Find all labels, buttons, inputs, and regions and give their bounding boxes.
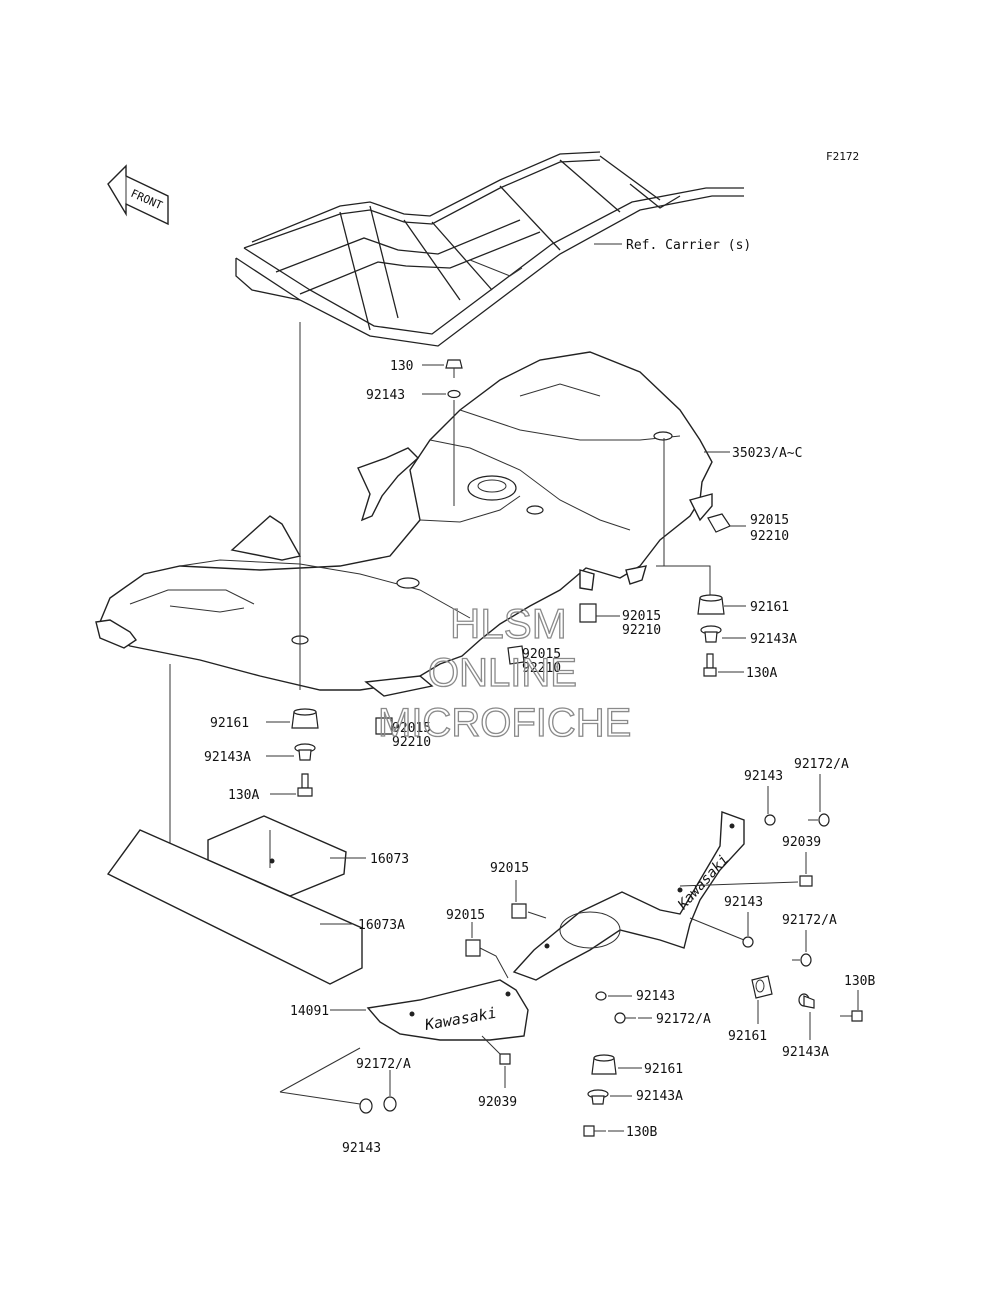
- carrier-rack: [235, 151, 744, 347]
- screw-92172-mid: [614, 1012, 636, 1024]
- label-92015-center: 92015: [522, 647, 561, 662]
- collar-92143A-bottom: [587, 1089, 609, 1105]
- label-92143-top: 92143: [366, 388, 405, 403]
- front-arrow-icon: FRONT: [107, 164, 169, 226]
- side-cover-14091: Kawasaki: [366, 979, 529, 1041]
- label-16073A: 16073A: [358, 918, 405, 933]
- label-92143-right-2: 92143: [724, 895, 763, 910]
- watermark: HLSM ONLINE MICROFICHE: [377, 599, 632, 745]
- label-92161-right: 92161: [750, 600, 789, 615]
- mud-flap-16073A: [106, 829, 363, 985]
- label-92143-top-right: 92143: [744, 769, 783, 784]
- label-130A-right: 130A: [746, 666, 777, 681]
- screw-92172-left: [383, 1096, 397, 1112]
- damper-92161-bottom-right: [751, 975, 773, 999]
- label-92210-right: 92210: [750, 529, 789, 544]
- clip-nut-center: [507, 645, 525, 665]
- label-92015-side-2: 92015: [446, 908, 485, 923]
- damper-92161-right: [697, 594, 725, 615]
- damper-92161-left: [291, 708, 319, 729]
- collar-92143A-left: [294, 743, 316, 761]
- label-92172-top-right: 92172/A: [794, 757, 849, 772]
- label-14091: 14091: [290, 1004, 329, 1019]
- clip-nut-mid: [579, 603, 597, 623]
- label-130-top: 130: [390, 359, 413, 374]
- side-cover-bracket: Kawasaki: [512, 811, 745, 981]
- label-92210-bottom: 92210: [392, 735, 431, 750]
- label-92143-left: 92143: [342, 1141, 381, 1156]
- clip-nut-side-1: [511, 903, 527, 919]
- label-92143A-bottom: 92143A: [636, 1089, 683, 1104]
- clip-nut-bottom: [375, 717, 393, 735]
- label-92143A-left: 92143A: [204, 750, 251, 765]
- label-92143-mid: 92143: [636, 989, 675, 1004]
- label-130A-left: 130A: [228, 788, 259, 803]
- bolt-130-top: [445, 359, 463, 378]
- label-35023: 35023/A~C: [732, 446, 802, 461]
- label-92210-mid: 92210: [622, 623, 661, 638]
- label-16073: 16073: [370, 852, 409, 867]
- washer-92143-right-2: [742, 936, 754, 948]
- label-92015-bottom: 92015: [392, 721, 431, 736]
- svg-text:MICROFICHE: MICROFICHE: [378, 701, 631, 745]
- label-92172-mid: 92172/A: [656, 1012, 711, 1027]
- damper-92161-bottom: [591, 1054, 617, 1075]
- rear-fender: [95, 351, 713, 697]
- svg-text:HLSM: HLSM: [450, 600, 567, 647]
- ref-carrier-label: Ref. Carrier (s): [626, 238, 751, 253]
- label-92039-left: 92039: [478, 1095, 517, 1110]
- svg-text:ONLINE: ONLINE: [428, 651, 577, 695]
- label-130B-right: 130B: [844, 974, 875, 989]
- label-92161-bottom-right: 92161: [728, 1029, 767, 1044]
- bolt-130B-bottom: [583, 1125, 606, 1137]
- label-92015-side-1: 92015: [490, 861, 529, 876]
- bolt-130A-left: [297, 773, 313, 797]
- clip-nut-right: [707, 513, 731, 533]
- washer-92143-top-right: [764, 814, 776, 826]
- bolt-130A-right: [703, 653, 717, 677]
- washer-92143-mid: [595, 991, 607, 1001]
- screw-92172-top-right: [808, 813, 830, 827]
- screw-92039-right: [799, 875, 813, 887]
- collar-92143A-bottom-right: [798, 993, 815, 1009]
- washer-92143-left: [359, 1098, 373, 1114]
- label-92161-bottom: 92161: [644, 1062, 683, 1077]
- label-92172-right-2: 92172/A: [782, 913, 837, 928]
- clip-nut-side-2: [465, 939, 481, 957]
- label-130B-bottom: 130B: [626, 1125, 657, 1140]
- label-92039-top-right: 92039: [782, 835, 821, 850]
- washer-92143-top: [447, 389, 461, 399]
- figure-code: F2172: [826, 150, 859, 163]
- label-92210-center: 92210: [522, 661, 561, 676]
- label-92161-left: 92161: [210, 716, 249, 731]
- screw-92039-left: [499, 1053, 511, 1065]
- label-92143A-bottom-right: 92143A: [782, 1045, 829, 1060]
- label-92015-right: 92015: [750, 513, 789, 528]
- label-92015-mid: 92015: [622, 609, 661, 624]
- collar-92143A-right: [700, 625, 722, 643]
- screw-92172-right-2: [792, 953, 812, 967]
- label-92172-left: 92172/A: [356, 1057, 411, 1072]
- label-92143A-right: 92143A: [750, 632, 797, 647]
- bolt-130B-right: [840, 1010, 863, 1022]
